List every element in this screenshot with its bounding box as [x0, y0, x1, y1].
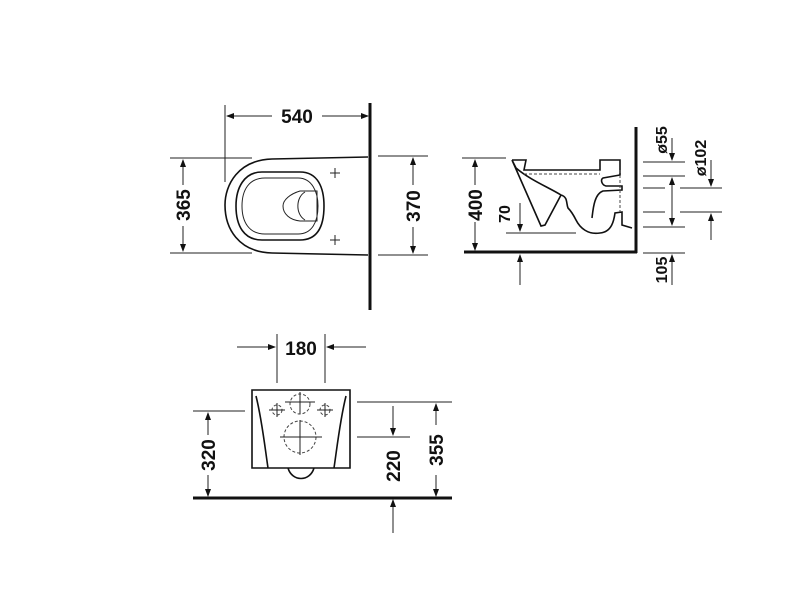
flush-outlet — [282, 190, 318, 222]
dim-floor-offset: 105 — [654, 257, 671, 284]
top-view: 540 365 370 — [170, 103, 428, 310]
dim-height: 400 — [466, 189, 487, 221]
dim-pipe-large: ø102 — [693, 140, 710, 177]
dim-bolt-spacing: 180 — [285, 339, 317, 360]
dim-outlet-height: 220 — [384, 450, 405, 482]
fixing-mark-icon — [330, 235, 340, 245]
bowl-inner — [241, 177, 319, 235]
dim-outlet: 70 — [497, 205, 514, 223]
dim-pipe-small: ø55 — [654, 126, 671, 154]
dim-bolt-height: 320 — [199, 439, 220, 471]
fixing-mark-icon — [269, 403, 285, 417]
side-view: 400 70 ø55 ø102 105 — [462, 126, 722, 285]
fixing-mark-icon — [317, 403, 333, 417]
dim-length: 540 — [281, 107, 313, 128]
dim-top-height: 355 — [427, 434, 448, 466]
dim-width-wall: 370 — [404, 190, 425, 222]
seat-opening — [235, 171, 325, 241]
dim-width-bowl: 365 — [174, 189, 195, 221]
bowl-outline — [224, 156, 369, 256]
fixing-mark-icon — [330, 168, 340, 178]
rear-outline — [251, 389, 351, 480]
toilet-profile — [511, 159, 633, 235]
rear-view: 180 320 355 220 — [193, 334, 452, 533]
